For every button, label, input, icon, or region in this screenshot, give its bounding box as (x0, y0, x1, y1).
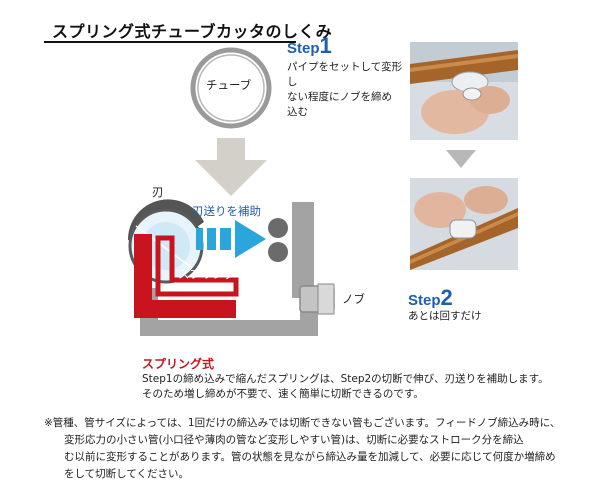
step2-description: あとは回すだけ (408, 310, 482, 322)
spring-type-heading: スプリング式 (142, 357, 215, 371)
tube-label: チューブ (206, 78, 252, 92)
right-arrow-icon (196, 220, 266, 258)
step2-heading: Step2 (408, 285, 453, 311)
page-title: スプリング式チューブカッタのしくみ (52, 22, 333, 41)
footnote-line: む以前に変形することがあります。管の状態を見ながら締込み量を加減して、必要に応じ… (64, 451, 556, 463)
footnote-line: 変形応力の小さい管(小口径や薄肉の管など変形しやすい管)は、切断に必要なストロー… (64, 434, 524, 446)
roller-wheels (268, 218, 288, 262)
step1-heading: Step1 (287, 33, 332, 59)
title-underline (44, 41, 296, 43)
step1-line: パイプをセットして変形し (287, 61, 403, 88)
footnote: ※管種、管サイズによっては、1回だけの締込みでは切断できない管もございます。フィ… (44, 415, 580, 483)
step1-word: Step (287, 40, 320, 57)
spring-shape (134, 234, 239, 318)
feed-assist-label: 刃送りを補助 (192, 204, 261, 218)
spring-type-description: Step1の締め込みで縮んだスプリングは、Step2の切断で伸び、刃送りを補助し… (142, 372, 582, 402)
down-arrow-icon (446, 150, 476, 168)
step1-description: パイプをセットして変形し ない程度にノブを締め 込む (287, 60, 405, 120)
down-arrow-icon (195, 138, 267, 196)
step1-line: ない程度にノブを締め (287, 91, 392, 103)
tube-cross-section (190, 47, 272, 129)
footnote-line: ※管種、管サイズによっては、1回だけの締込みでは切断できない管もございます。フィ… (44, 417, 561, 429)
knob-label: ノブ (342, 292, 365, 306)
step1-number: 1 (319, 33, 332, 58)
footnote-line: をして切断してください。 (64, 468, 190, 480)
blade-label: 刃 (152, 185, 164, 199)
step2-word: Step (408, 292, 441, 309)
step1-line: 込む (287, 106, 308, 118)
spring-label: スプリング (178, 267, 236, 281)
cutter-frame (140, 202, 335, 336)
step1-photo (410, 42, 518, 140)
spring-type-line: Step1の締め込みで縮んだスプリングは、Step2の切断で伸び、刃送りを補助し… (142, 373, 549, 385)
spring-type-line: そのため増し締めが不要で、速く簡単に切断できるのです。 (142, 388, 424, 400)
step2-photo (410, 178, 518, 270)
step2-number: 2 (440, 285, 453, 310)
